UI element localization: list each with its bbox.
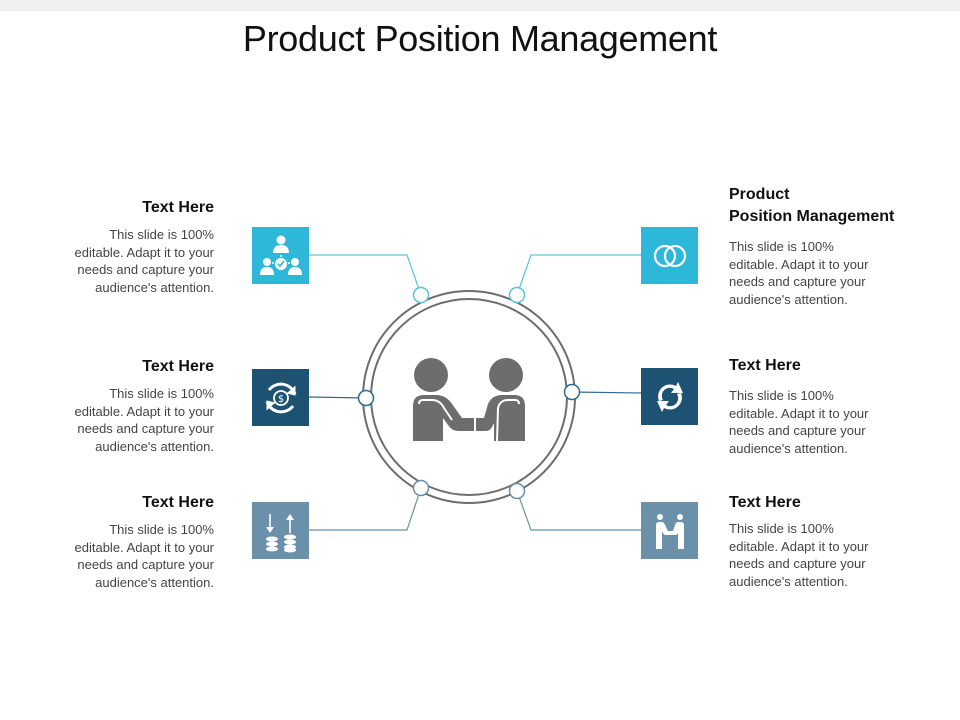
item-description: This slide is 100% editable. Adapt it to… <box>74 522 214 590</box>
icon-box-left-middle: $ <box>252 369 309 426</box>
interlocked-rings-icon <box>653 244 686 267</box>
connector-left-bottom <box>309 487 422 531</box>
item-heading: Product Position Management <box>729 186 895 225</box>
currency-exchange-icon: $ <box>265 382 296 413</box>
item-heading: Text Here <box>142 199 214 216</box>
handshake-people-icon <box>413 358 525 442</box>
icon-box-right-top <box>641 227 698 284</box>
connector-right-middle <box>571 391 642 394</box>
item-description: This slide is 100% editable. Adapt it to… <box>729 521 869 589</box>
coin-stacks-icon <box>265 513 296 552</box>
connector-right-top <box>516 254 641 296</box>
icon-box-right-bottom <box>641 502 698 559</box>
node-dot-right-bottom <box>508 482 526 500</box>
item-heading: Text Here <box>142 358 214 375</box>
icon-box-left-bottom <box>252 502 309 559</box>
item-heading: Text Here <box>729 357 801 374</box>
team-network-icon <box>259 235 302 275</box>
icon-box-right-middle <box>641 368 698 425</box>
item-description: This slide is 100% editable. Adapt it to… <box>74 227 214 295</box>
node-dot-right-middle <box>563 383 581 401</box>
item-description: This slide is 100% editable. Adapt it to… <box>729 239 869 307</box>
top-border <box>0 0 960 11</box>
item-description: This slide is 100% editable. Adapt it to… <box>729 388 869 456</box>
inner-ring <box>370 298 568 496</box>
outer-ring <box>362 290 576 504</box>
icon-box-left-top <box>252 227 309 284</box>
node-dot-left-bottom <box>412 479 430 497</box>
slide-title: Product Position Management <box>242 18 718 59</box>
node-dot-left-middle <box>357 389 375 407</box>
refresh-arrows-icon <box>656 381 683 412</box>
item-description: This slide is 100% editable. Adapt it to… <box>74 386 214 454</box>
handshake-deal-icon <box>655 513 684 549</box>
item-heading: Text Here <box>142 494 214 511</box>
connector-left-top <box>309 254 422 296</box>
node-dot-left-top <box>412 286 430 304</box>
svg-text:$: $ <box>277 394 283 405</box>
connector-left-middle <box>308 396 367 399</box>
connector-right-bottom <box>516 490 641 531</box>
node-dot-right-top <box>508 286 526 304</box>
item-heading: Text Here <box>729 494 801 511</box>
